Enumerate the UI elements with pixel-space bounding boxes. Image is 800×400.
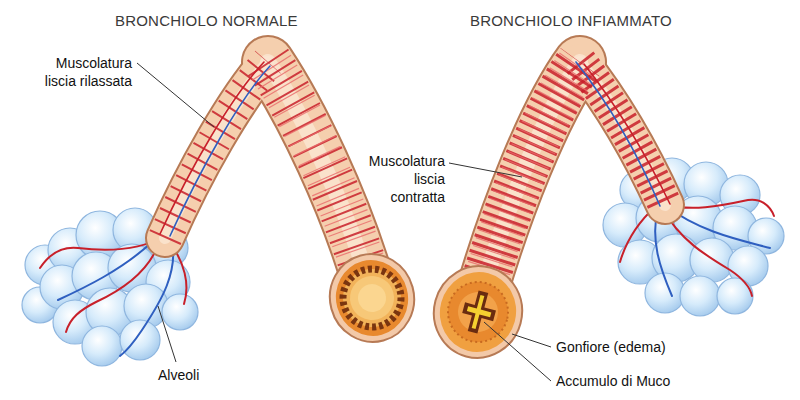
artery <box>160 62 264 234</box>
tube-wall <box>424 256 533 368</box>
lumen <box>355 281 389 315</box>
vein <box>58 242 152 300</box>
leader-lines <box>137 63 551 381</box>
artery <box>584 64 670 204</box>
panel-heading: BRONCHIOLO NORMALE <box>115 12 345 30</box>
alveolus <box>690 238 734 282</box>
leader-line <box>449 163 522 177</box>
part-label: Accumulo di Muco <box>556 372 726 390</box>
edema <box>441 275 514 348</box>
leader-line <box>158 306 176 362</box>
alveolus <box>717 278 753 314</box>
part-label: Alveoli <box>158 366 228 384</box>
bronchiole-normal <box>160 62 372 295</box>
part-label: Muscolatura liscia contratta <box>357 152 445 206</box>
vein <box>170 66 270 236</box>
alveolus <box>680 276 720 316</box>
vein <box>576 62 660 206</box>
part-label: Gonfiore (edema) <box>556 338 716 356</box>
capillaries <box>620 200 774 296</box>
lumen <box>345 271 399 325</box>
cross-section-inflamed <box>424 256 533 368</box>
bronchiole-inflamed <box>478 62 670 305</box>
mucosa <box>327 252 416 344</box>
leader-line <box>137 63 214 127</box>
mucus <box>463 293 495 332</box>
cross-section-normal <box>320 245 424 352</box>
tube-wall <box>320 245 424 352</box>
alveolus <box>120 320 160 360</box>
panel-heading: BRONCHIOLO INFIAMMATO <box>470 12 730 30</box>
part-label: Muscolatura liscia rilassata <box>44 54 132 90</box>
narrowed-lumen <box>458 288 500 337</box>
alveoli-cluster <box>603 158 784 316</box>
alveolus <box>162 294 198 330</box>
artery <box>66 240 160 332</box>
leader-line <box>512 334 551 347</box>
alveolus <box>82 326 122 366</box>
leader-line <box>484 322 551 381</box>
mucosa <box>454 288 503 337</box>
mucosal-folds <box>336 262 407 333</box>
